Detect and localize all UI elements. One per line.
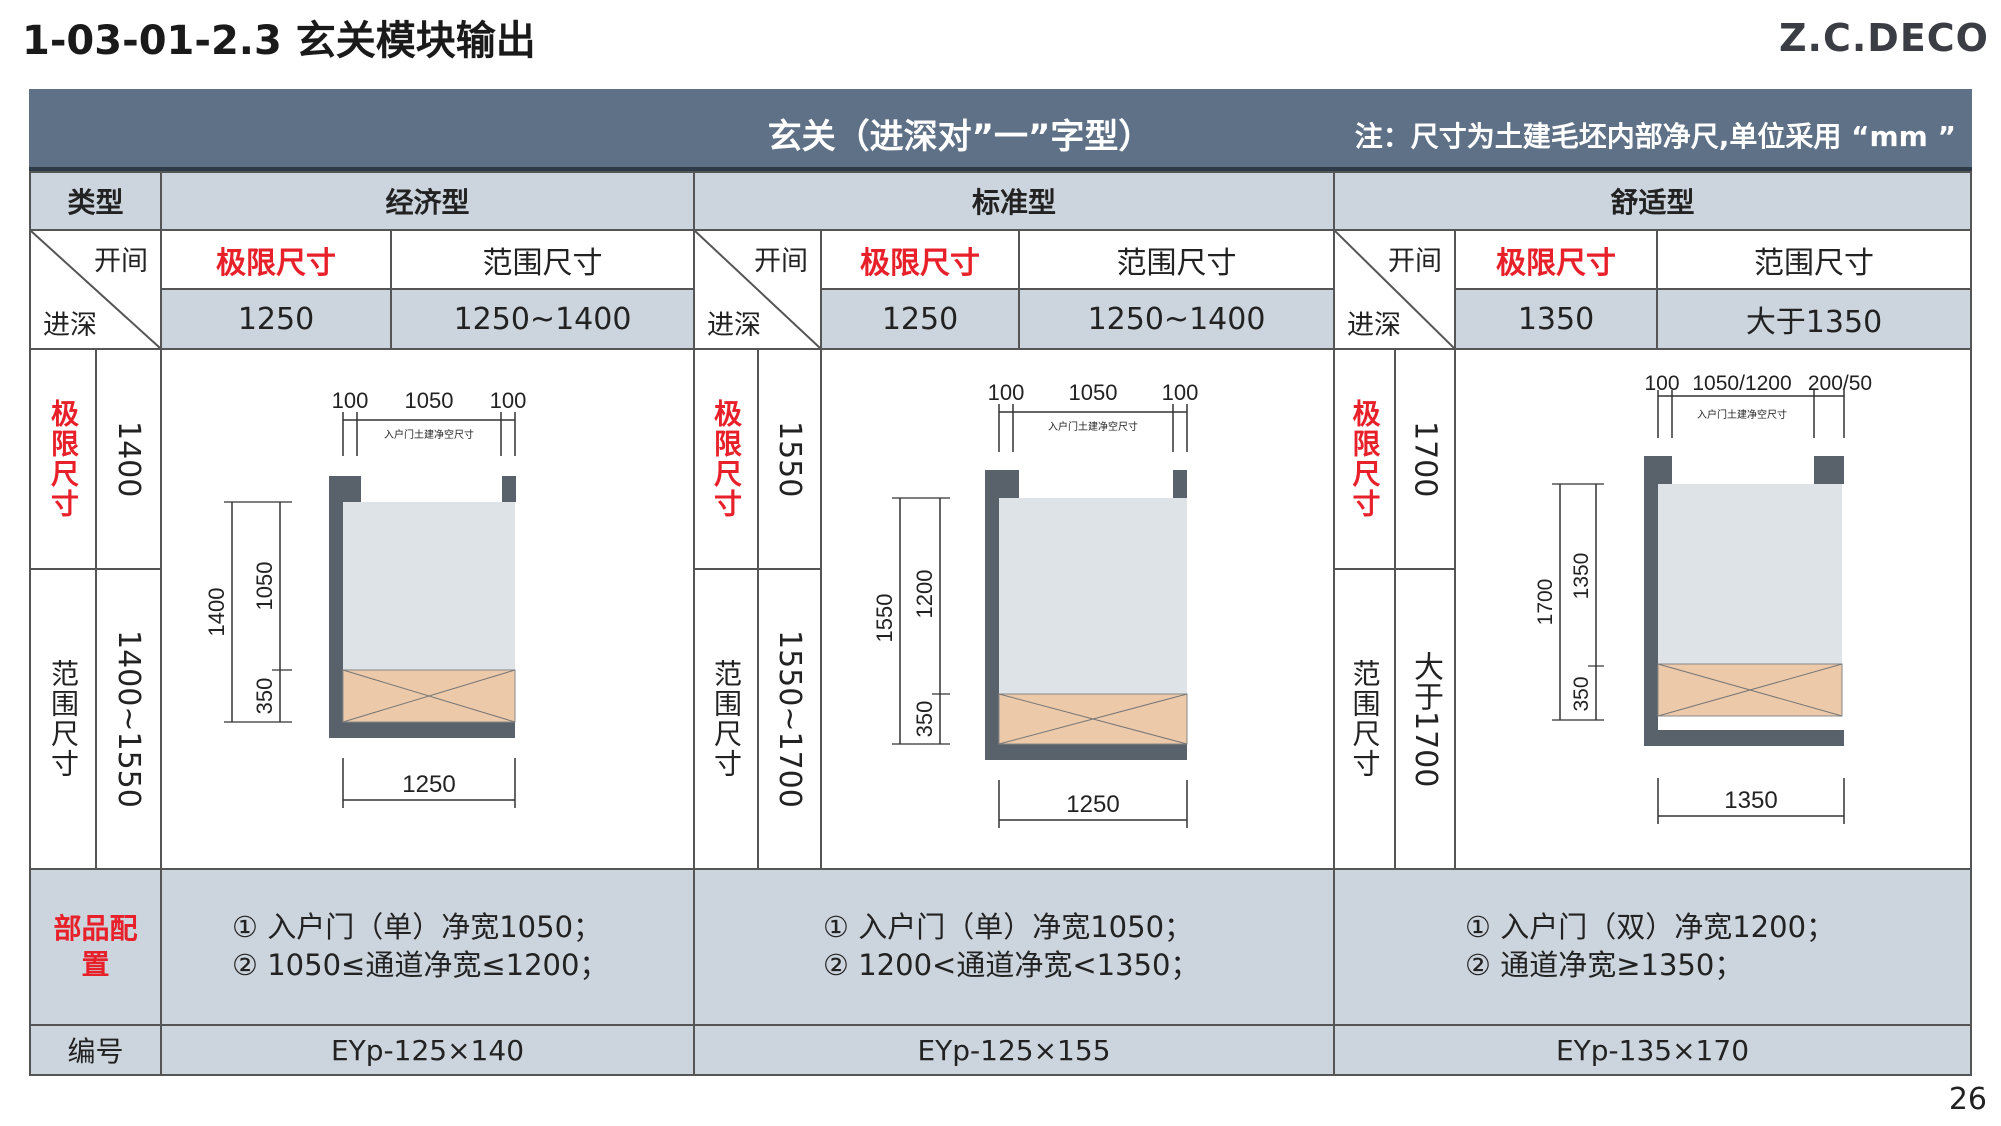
- range-size-vertical-1: 范围尺寸: [29, 568, 97, 870]
- door-note: 入户门土建净空尺寸: [384, 428, 474, 441]
- upper-depth-dimension: 1050: [252, 562, 277, 611]
- depth-label: 进深: [43, 310, 97, 341]
- door-note: 入户门土建净空尺寸: [1048, 420, 1138, 433]
- parts-config-comfort: ① 入户门（双）净宽1200； ② 通道净宽≥1350；: [1333, 868, 1972, 1026]
- limit-size-header-1: 极限尺寸: [160, 229, 392, 290]
- width-label: 开间: [754, 246, 808, 277]
- limit-size-header-3: 极限尺寸: [1454, 229, 1658, 290]
- parts-config-economy: ① 入户门（单）净宽1050； ② 1050≤通道净宽≤1200；: [160, 868, 695, 1026]
- limit-depth-3: 1700: [1394, 348, 1456, 570]
- range-width-2: 1250~1400: [1018, 288, 1335, 350]
- upper-depth-dimension: 1350: [1570, 553, 1593, 600]
- range-size-header-3: 范围尺寸: [1656, 229, 1972, 290]
- range-width-1: 1250~1400: [390, 288, 695, 350]
- config-line: ② 通道净宽≥1350；: [1465, 948, 1744, 982]
- config-line: ① 入户门（双）净宽1200；: [1465, 910, 1836, 944]
- limit-width-2: 1250: [820, 288, 1020, 350]
- range-depth-1: 1400~1550: [95, 568, 162, 870]
- lower-depth-dimension: 350: [912, 701, 937, 738]
- floor-plan-standard: 100 1050 100 入户门土建净空尺寸 1550 1200 350 125…: [820, 348, 1335, 870]
- type-label: 类型: [29, 171, 162, 231]
- code-comfort: EYp-135×170: [1333, 1024, 1972, 1076]
- diagonal-header-3: 开间 进深: [1333, 229, 1456, 350]
- column-name-economy: 经济型: [160, 171, 695, 231]
- top-mid-dimension: 1050: [1069, 380, 1118, 405]
- range-depth-2: 1550~1700: [757, 568, 822, 870]
- top-right-dimension: 100: [1162, 380, 1199, 405]
- table-header: 玄关（进深对”一”字型） 注：尺寸为土建毛坯内部净尺,单位采用 “mm ”: [29, 89, 1972, 171]
- bottom-width-dimension: 1250: [1066, 791, 1119, 818]
- code-label: 编号: [29, 1024, 162, 1076]
- top-mid-dimension: 1050/1200: [1692, 372, 1791, 395]
- lower-depth-dimension: 350: [252, 678, 277, 715]
- top-left-dimension: 100: [332, 388, 369, 413]
- diagonal-header-1: 开间 进深: [29, 229, 162, 350]
- brand-logo: Z.C.DECO: [1778, 16, 1989, 60]
- config-line: ② 1050≤通道净宽≤1200；: [232, 948, 609, 982]
- limit-depth-1: 1400: [95, 348, 162, 570]
- door-note: 入户门土建净空尺寸: [1697, 408, 1787, 421]
- upper-depth-dimension: 1200: [912, 570, 937, 619]
- total-depth-dimension: 1700: [1534, 579, 1557, 626]
- bottom-width-dimension: 1250: [402, 771, 455, 798]
- limit-depth-2: 1550: [757, 348, 822, 570]
- column-name-comfort: 舒适型: [1333, 171, 1972, 231]
- config-line: ① 入户门（单）净宽1050；: [232, 910, 603, 944]
- width-label: 开间: [94, 246, 148, 277]
- total-depth-dimension: 1550: [872, 594, 897, 643]
- lower-depth-dimension: 350: [1570, 676, 1593, 711]
- parts-config-standard: ① 入户门（单）净宽1050； ② 1200<通道净宽<1350；: [693, 868, 1335, 1026]
- top-right-dimension: 100: [490, 388, 527, 413]
- limit-size-vertical-1: 极限尺寸: [29, 348, 97, 570]
- limit-size-vertical-2: 极限尺寸: [693, 348, 759, 570]
- width-label: 开间: [1388, 246, 1442, 277]
- range-depth-3: 大于1700: [1394, 568, 1456, 870]
- range-size-vertical-3: 范围尺寸: [1333, 568, 1396, 870]
- config-line: ② 1200<通道净宽<1350；: [823, 948, 1200, 982]
- depth-label: 进深: [707, 310, 761, 341]
- top-right-dimension: 200/50: [1808, 372, 1872, 395]
- floor-plan-comfort: 100 1050/1200 200/50 入户门土建净空尺寸 1700 1350…: [1454, 348, 1972, 870]
- limit-size-header-2: 极限尺寸: [820, 229, 1020, 290]
- bottom-width-dimension: 1350: [1724, 787, 1777, 814]
- top-left-dimension: 100: [988, 380, 1025, 405]
- top-left-dimension: 100: [1644, 372, 1679, 395]
- range-width-3: 大于1350: [1656, 288, 1972, 350]
- limit-width-3: 1350: [1454, 288, 1658, 350]
- total-depth-dimension: 1400: [204, 588, 229, 637]
- limit-width-1: 1250: [160, 288, 392, 350]
- depth-label: 进深: [1347, 310, 1401, 341]
- parts-config-label: 部品配置: [29, 868, 162, 1026]
- code-economy: EYp-125×140: [160, 1024, 695, 1076]
- diagonal-header-2: 开间 进深: [693, 229, 822, 350]
- config-line: ① 入户门（单）净宽1050；: [823, 910, 1194, 944]
- floor-plan-economy: 100 1050 100 入户门土建净空尺寸 1400 1050 350 125…: [160, 348, 695, 870]
- range-size-header-1: 范围尺寸: [390, 229, 695, 290]
- limit-size-vertical-3: 极限尺寸: [1333, 348, 1396, 570]
- range-size-vertical-2: 范围尺寸: [693, 568, 759, 870]
- page-number: 26: [1948, 1082, 1987, 1117]
- table-title: 玄关（进深对”一”字型）: [767, 117, 1153, 157]
- range-size-header-2: 范围尺寸: [1018, 229, 1335, 290]
- code-standard: EYp-125×155: [693, 1024, 1335, 1076]
- top-mid-dimension: 1050: [405, 388, 454, 413]
- table-note: 注：尺寸为土建毛坯内部净尺,单位采用 “mm ”: [1354, 120, 1956, 153]
- page-title: 1-03-01-2.3 玄关模块输出: [22, 18, 536, 64]
- column-name-standard: 标准型: [693, 171, 1335, 231]
